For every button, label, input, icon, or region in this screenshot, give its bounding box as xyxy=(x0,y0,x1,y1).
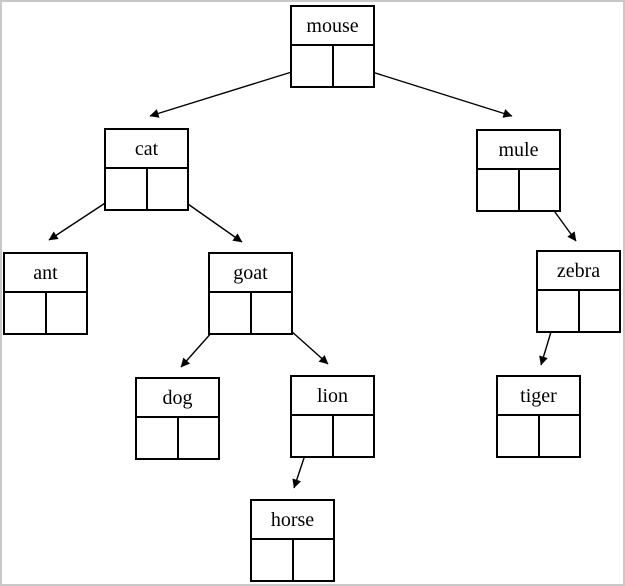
node-label: horse xyxy=(250,499,335,540)
tree-node-lion: lion xyxy=(290,375,375,458)
right-pointer-cell xyxy=(580,291,620,331)
node-label: cat xyxy=(104,128,189,169)
left-pointer-cell xyxy=(498,416,540,456)
node-label: mouse xyxy=(290,5,375,46)
node-label: ant xyxy=(3,252,88,293)
pointer-row xyxy=(536,291,621,333)
pointer-row xyxy=(290,46,375,88)
left-pointer-cell xyxy=(210,293,252,333)
tree-node-mouse: mouse xyxy=(290,5,375,88)
right-pointer-cell xyxy=(334,416,374,456)
pointer-row xyxy=(476,170,561,212)
pointer-row xyxy=(104,169,189,211)
right-pointer-cell xyxy=(334,46,374,86)
node-label: dog xyxy=(135,377,220,418)
left-pointer-cell xyxy=(478,170,520,210)
pointer-row xyxy=(208,293,293,335)
left-pointer-cell xyxy=(292,416,334,456)
node-label: lion xyxy=(290,375,375,416)
edge-mouse-right-to-mule xyxy=(352,65,513,118)
right-pointer-cell xyxy=(540,416,580,456)
tree-node-ant: ant xyxy=(3,252,88,335)
left-pointer-cell xyxy=(106,169,148,209)
pointer-row xyxy=(3,293,88,335)
right-pointer-cell xyxy=(520,170,560,210)
right-pointer-cell xyxy=(294,540,334,580)
tree-node-tiger: tiger xyxy=(496,375,581,458)
node-label: tiger xyxy=(496,375,581,416)
pointer-row xyxy=(250,540,335,582)
tree-node-cat: cat xyxy=(104,128,189,211)
tree-node-goat: goat xyxy=(208,252,293,335)
pointer-row xyxy=(135,418,220,460)
pointer-row xyxy=(290,416,375,458)
tree-node-dog: dog xyxy=(135,377,220,460)
tree-node-zebra: zebra xyxy=(536,250,621,333)
right-pointer-cell xyxy=(252,293,292,333)
node-label: mule xyxy=(476,129,561,170)
left-pointer-cell xyxy=(137,418,179,458)
left-pointer-cell xyxy=(5,293,47,333)
edge-mouse-left-to-cat xyxy=(149,65,312,118)
node-label: goat xyxy=(208,252,293,293)
pointer-row xyxy=(496,416,581,458)
left-pointer-cell xyxy=(292,46,334,86)
right-pointer-cell xyxy=(179,418,219,458)
left-pointer-cell xyxy=(252,540,294,580)
tree-node-mule: mule xyxy=(476,129,561,212)
right-pointer-cell xyxy=(47,293,87,333)
node-label: zebra xyxy=(536,250,621,291)
tree-node-horse: horse xyxy=(250,499,335,582)
left-pointer-cell xyxy=(538,291,580,331)
right-pointer-cell xyxy=(148,169,188,209)
